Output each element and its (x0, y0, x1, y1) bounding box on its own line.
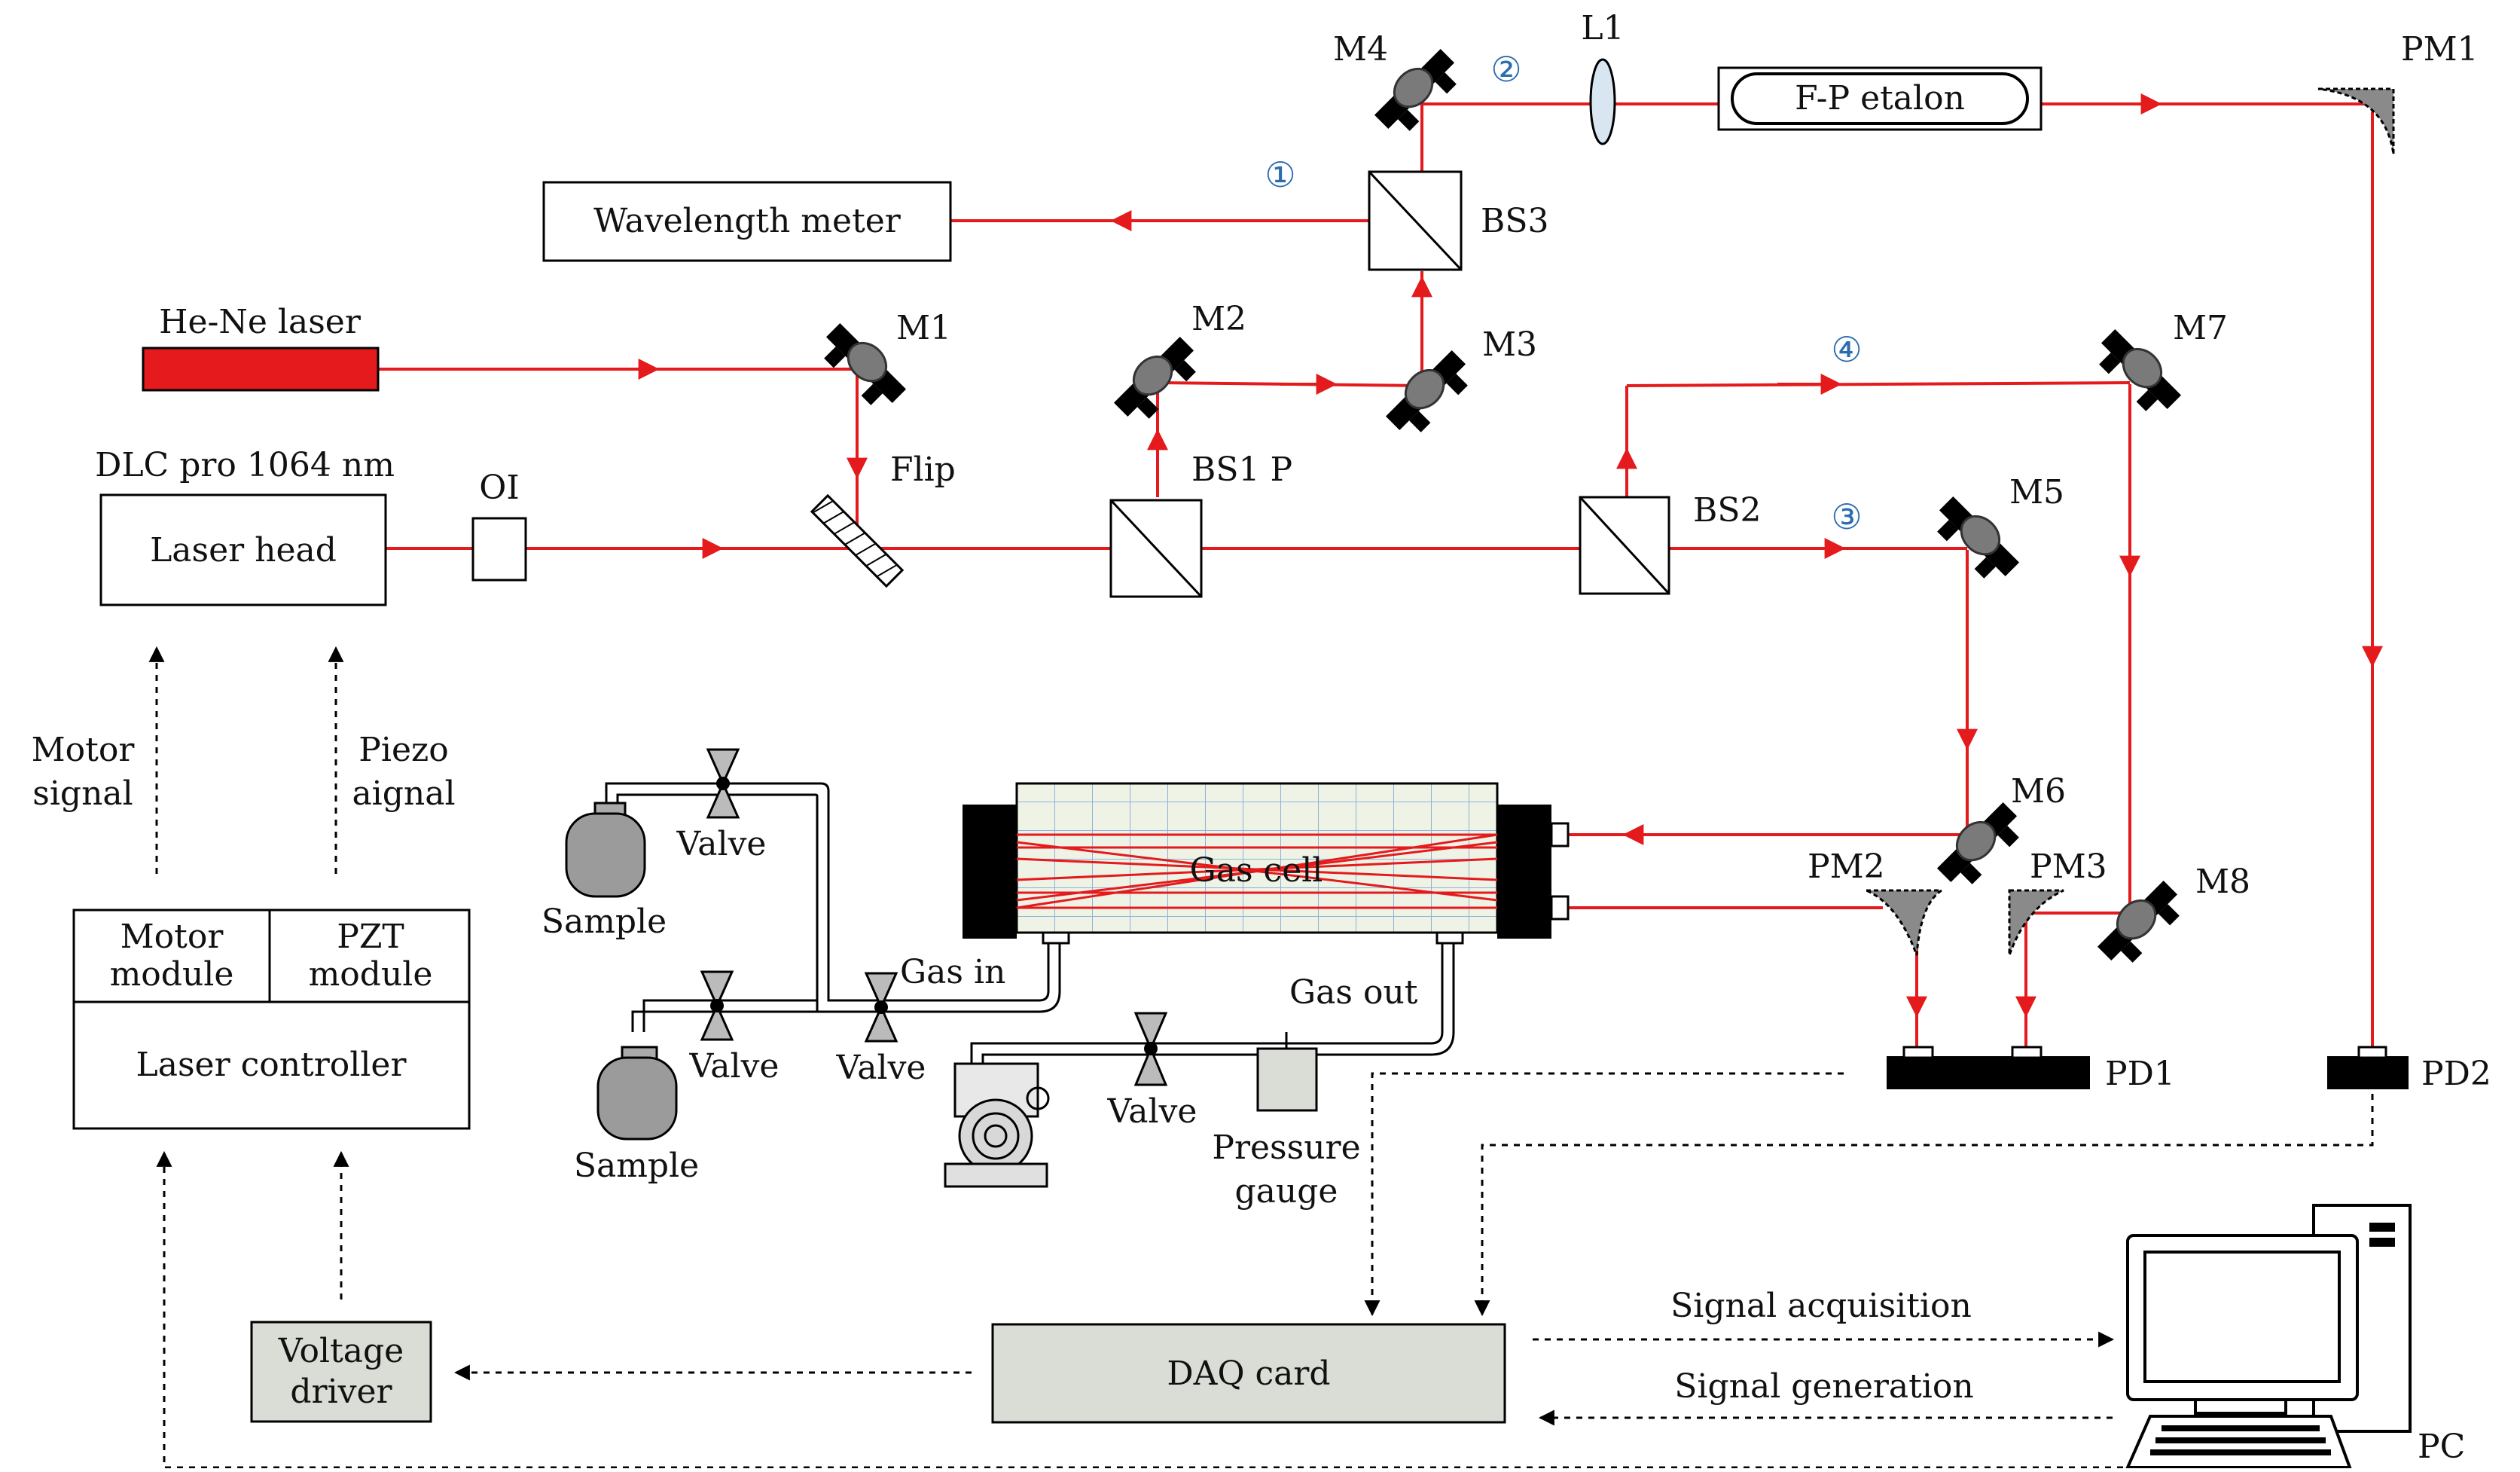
laser-controller-box (72, 909, 471, 1130)
valve-3 (864, 972, 898, 1043)
m2-label: M2 (1191, 300, 1246, 338)
pressure-gauge-box (1256, 1047, 1318, 1112)
gas-cell-label: Gas cell (1190, 851, 1323, 890)
gas-out-label: Gas out (1289, 973, 1418, 1012)
beam-splitter-bs2 (1579, 496, 1670, 595)
gas-in-label: Gas in (900, 953, 1005, 991)
beam-arrows (603, 93, 2383, 1018)
signal-acquisition-label: Signal acquisition (1670, 1287, 1972, 1325)
parabolic-mirror-pm2 (1866, 889, 1946, 956)
hene-laser (142, 347, 380, 392)
mirror-m3 (1378, 343, 1479, 444)
oi-label: OI (479, 469, 519, 507)
beam-splitter-bs1 (1109, 499, 1203, 598)
pm1-label: PM1 (2401, 30, 2479, 69)
pc-label: PC (2418, 1428, 2465, 1466)
valve-1-label: Valve (676, 825, 767, 863)
dlc-label: DLC pro 1064 nm (95, 446, 395, 484)
valve-2 (700, 970, 734, 1041)
path-number-2: ② (1490, 49, 1521, 90)
motor-signal-label-2: signal (32, 774, 133, 813)
valve-4-label: Valve (1107, 1092, 1197, 1131)
path-number-4: ④ (1831, 329, 1862, 370)
m1-label: M1 (896, 309, 951, 347)
fp-label: F-P etalon (1795, 79, 1965, 118)
fp-etalon-inner (1731, 72, 2029, 125)
gas-cell (963, 782, 1570, 945)
hene-label: He-Ne laser (159, 303, 362, 341)
piezo-signal-label-1: Piezo (358, 731, 448, 769)
laser-head-label: Laser head (150, 531, 337, 570)
bs3-label: BS3 (1481, 202, 1548, 240)
beam-splitter-bs3 (1368, 170, 1463, 271)
m5-label: M5 (2009, 473, 2064, 512)
optical-isolator (471, 517, 527, 582)
photodiode-pd2 (2327, 1046, 2409, 1089)
valve-4 (1133, 1012, 1168, 1086)
sample-bottle-2 (596, 1046, 678, 1141)
mirror-m8 (2090, 873, 2191, 974)
daq-card-label: DAQ card (1167, 1354, 1330, 1393)
pzt-module-label-2: module (309, 955, 433, 994)
electronic-links (156, 1072, 2374, 1469)
voltage-driver-label-2: driver (290, 1373, 392, 1411)
m4-label: M4 (1333, 30, 1388, 69)
voltage-driver-label-1: Voltage (278, 1332, 404, 1370)
gas-lines (605, 782, 1455, 1070)
sample-2-label: Sample (574, 1147, 699, 1185)
control-signals (148, 646, 344, 874)
pd1-label: PD1 (2105, 1055, 2175, 1093)
voltage-driver-box (250, 1321, 432, 1423)
pm3-label: PM3 (2030, 847, 2107, 886)
m6-label: M6 (2011, 772, 2066, 811)
pressure-label-1: Pressure (1212, 1128, 1360, 1167)
photodiode-pd1 (1887, 1046, 2090, 1089)
laser-head-box (99, 493, 387, 606)
daq-card-box (991, 1323, 1506, 1424)
signal-generation-label: Signal generation (1674, 1367, 1973, 1406)
motor-module-label-2: module (110, 955, 234, 994)
sample-1-label: Sample (542, 902, 667, 941)
pzt-module-label-1: PZT (337, 918, 404, 956)
pressure-label-2: gauge (1235, 1172, 1338, 1211)
l1-label: L1 (1581, 9, 1624, 47)
sample-bottle-1 (565, 802, 646, 898)
bs2-label: BS2 (1693, 491, 1761, 530)
bs1-label: BS1 P (1191, 450, 1292, 489)
pm2-label: PM2 (1808, 847, 1885, 886)
beam-to-m7 (1626, 381, 2131, 387)
mirror-m6 (1930, 795, 2030, 896)
valve-1 (706, 748, 740, 819)
piezo-signal-label-2: aignal (352, 774, 455, 813)
lens-l1 (1589, 58, 1616, 145)
laser-controller-label: Laser controller (136, 1046, 407, 1084)
wavelength-meter-box (542, 181, 952, 262)
path-number-3: ③ (1831, 496, 1862, 537)
motor-signal-label-1: Motor (32, 731, 136, 769)
motor-module-label-1: Motor (121, 918, 224, 956)
vacuum-pump-icon (944, 1062, 1050, 1188)
path-number-1: ① (1265, 154, 1295, 195)
parabolic-mirror-pm1 (2317, 87, 2395, 155)
parabolic-mirror-pm3 (2008, 889, 2064, 956)
m3-label: M3 (1482, 325, 1537, 364)
flip-label: Flip (890, 450, 956, 489)
flip-mirror (810, 493, 905, 588)
m8-label: M8 (2195, 863, 2250, 901)
pc-icon (2125, 1204, 2412, 1469)
valve-2-label: Valve (689, 1047, 779, 1086)
wavelength-meter-label: Wavelength meter (593, 202, 902, 240)
m7-label: M7 (2173, 309, 2228, 347)
pd2-label: PD2 (2421, 1055, 2491, 1093)
valve-3-label: Valve (836, 1049, 926, 1087)
